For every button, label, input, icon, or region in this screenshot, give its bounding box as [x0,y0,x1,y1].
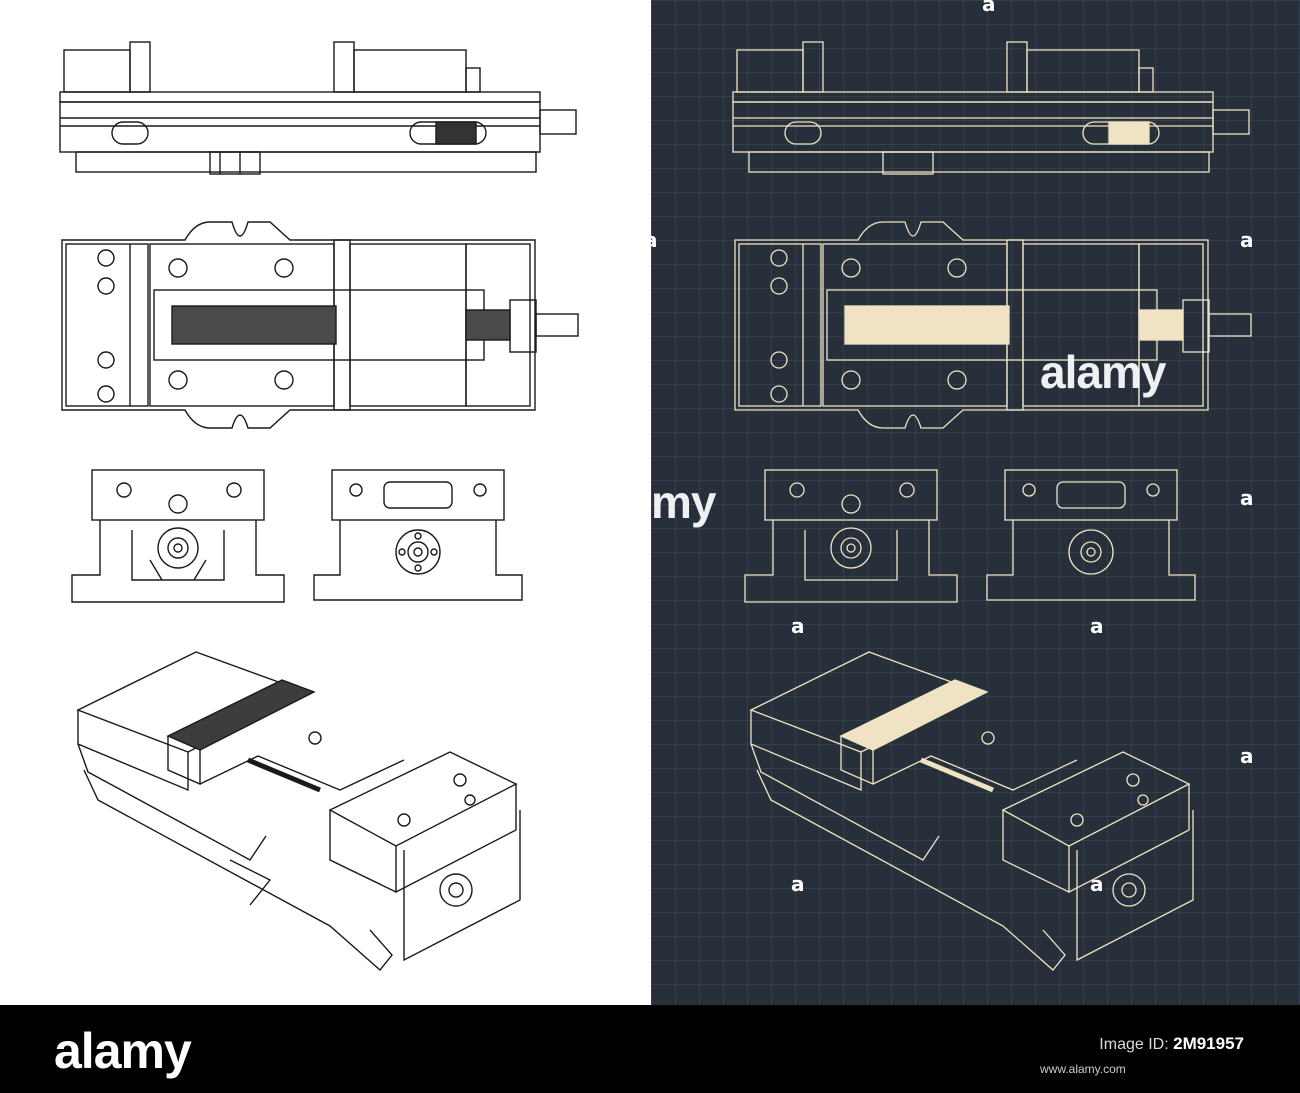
alamy-glyph-watermark: a [1240,744,1254,768]
image-id-block: Image ID: 2M91957 [1099,1034,1244,1054]
image-id-value: 2M91957 [1173,1034,1244,1053]
alamy-glyph-watermark: a [1090,614,1104,638]
alamy-glyph-watermark: a [1090,872,1104,896]
isometric-view-dark [749,651,1194,971]
front-end-view-dark [744,469,958,603]
side-elevation-view [59,41,577,175]
image-id-label: Image ID: [1099,1036,1169,1053]
alamy-watermark-partial: my [651,476,716,528]
rear-end-view [313,469,523,601]
dark-drawing-sheet [732,41,1252,971]
dark-blueprint-panel [651,0,1300,1005]
side-elevation-view-dark [732,41,1250,175]
isometric-view [76,651,521,972]
alamy-glyph-watermark: a [1240,228,1254,252]
alamy-watermark: alamy [1040,346,1166,398]
blueprint-stage: alamy my a a a a a a a a a [0,0,1300,1005]
alamy-glyph-watermark: a [1240,486,1254,510]
alamy-glyph-watermark: a [791,614,805,638]
light-blueprint-panel [0,0,651,1005]
top-plan-view-dark [734,221,1252,429]
light-drawing-sheet [59,41,579,972]
alamy-logo[interactable]: alamy [54,1023,192,1079]
footer-bar [0,1005,1300,1093]
alamy-glyph-watermark: a [791,872,805,896]
front-end-view [71,469,285,603]
rear-end-view-dark [986,469,1196,601]
alamy-glyph-watermark: a [982,0,996,16]
site-url[interactable]: www.alamy.com [1040,1062,1126,1076]
alamy-glyph-watermark: a [644,228,658,252]
top-plan-view [61,221,579,429]
